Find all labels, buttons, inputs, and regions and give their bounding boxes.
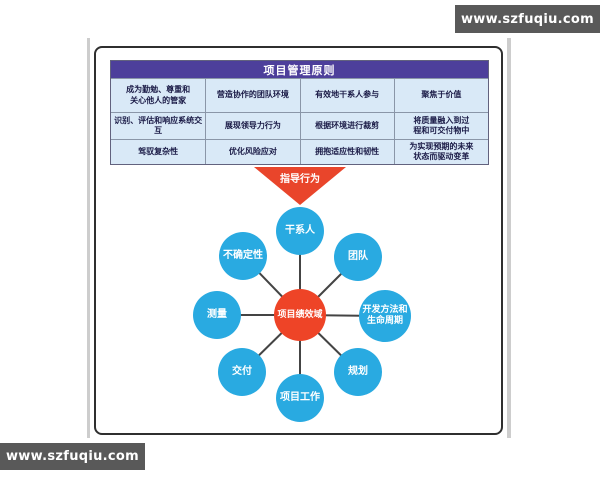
node-measurement: 测量	[193, 291, 241, 339]
table-cell: 根据环境进行裁剪	[299, 112, 394, 139]
node-development-approach: 开发方法和 生命周期	[359, 290, 411, 342]
node-planning: 规划	[334, 348, 382, 396]
table-cell: 驾驭复杂性	[111, 139, 206, 164]
node-stakeholders: 干系人	[276, 207, 324, 255]
table-cell: 展现领导力行为	[205, 112, 300, 139]
watermark-top: www.szfuqiu.com	[455, 5, 600, 33]
watermark-top-text: www.szfuqiu.com	[461, 11, 594, 27]
table-row: 成为勤勉、尊重和 关心他人的管家 营造协作的团队环境 有效地干系人参与 聚焦于价…	[111, 78, 488, 112]
node-team: 团队	[334, 233, 382, 281]
table-row: 识别、评估和响应系统交互 展现领导力行为 根据环境进行裁剪 将质量融入到过 程和…	[111, 112, 488, 139]
watermark-bottom: www.szfuqiu.com	[0, 443, 145, 470]
principles-table: 项目管理原则 成为勤勉、尊重和 关心他人的管家 营造协作的团队环境 有效地干系人…	[110, 60, 489, 165]
table-cell: 聚焦于价值	[393, 78, 488, 112]
table-cell: 优化风险应对	[205, 139, 300, 164]
hub-center-circle: 项目绩效域	[274, 289, 326, 341]
table-cell: 将质量融入到过 程和可交付物中	[393, 112, 488, 139]
watermark-bottom-text: www.szfuqiu.com	[6, 449, 139, 464]
table-cell: 营造协作的团队环境	[205, 78, 300, 112]
table-cell: 成为勤勉、尊重和 关心他人的管家	[111, 78, 206, 112]
left-shadow-band	[87, 38, 90, 438]
arrow-label: 指导行为	[280, 174, 320, 185]
table-cell: 有效地干系人参与	[299, 78, 394, 112]
node-uncertainty: 不确定性	[219, 232, 267, 280]
table-cell: 拥抱适应性和韧性	[299, 139, 394, 164]
table-title: 项目管理原则	[111, 61, 488, 78]
node-delivery: 交付	[218, 348, 266, 396]
table-cell: 为实现预期的未来 状态而驱动变革	[393, 139, 488, 164]
table-cell: 识别、评估和响应系统交互	[111, 112, 206, 139]
node-project-work: 项目工作	[276, 374, 324, 422]
table-row: 驾驭复杂性 优化风险应对 拥抱适应性和韧性 为实现预期的未来 状态而驱动变革	[111, 139, 488, 164]
right-shadow-band	[507, 38, 511, 438]
